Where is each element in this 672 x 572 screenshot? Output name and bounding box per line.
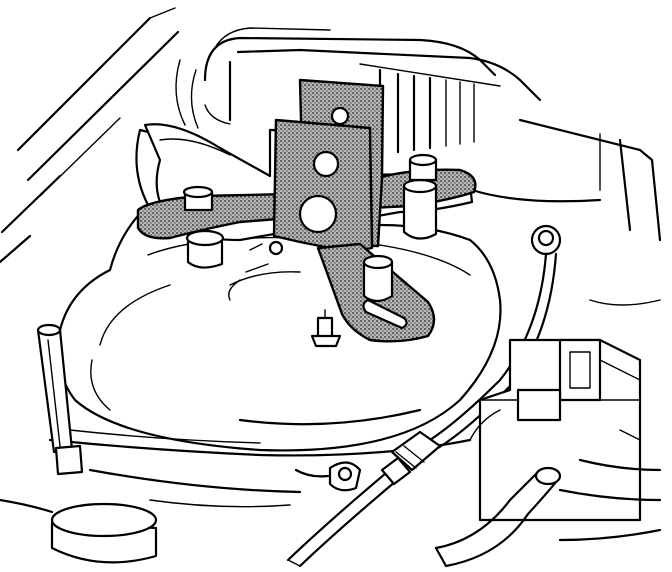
holding-tool <box>136 78 477 343</box>
strut-mount-nut <box>182 153 438 303</box>
relay-box <box>478 299 661 522</box>
reservoir-cap <box>50 502 158 564</box>
cable-clip <box>294 430 442 492</box>
dipstick-handle <box>36 323 84 476</box>
hose <box>434 458 662 568</box>
inner-fender <box>0 409 501 514</box>
fender-edge <box>0 7 180 264</box>
